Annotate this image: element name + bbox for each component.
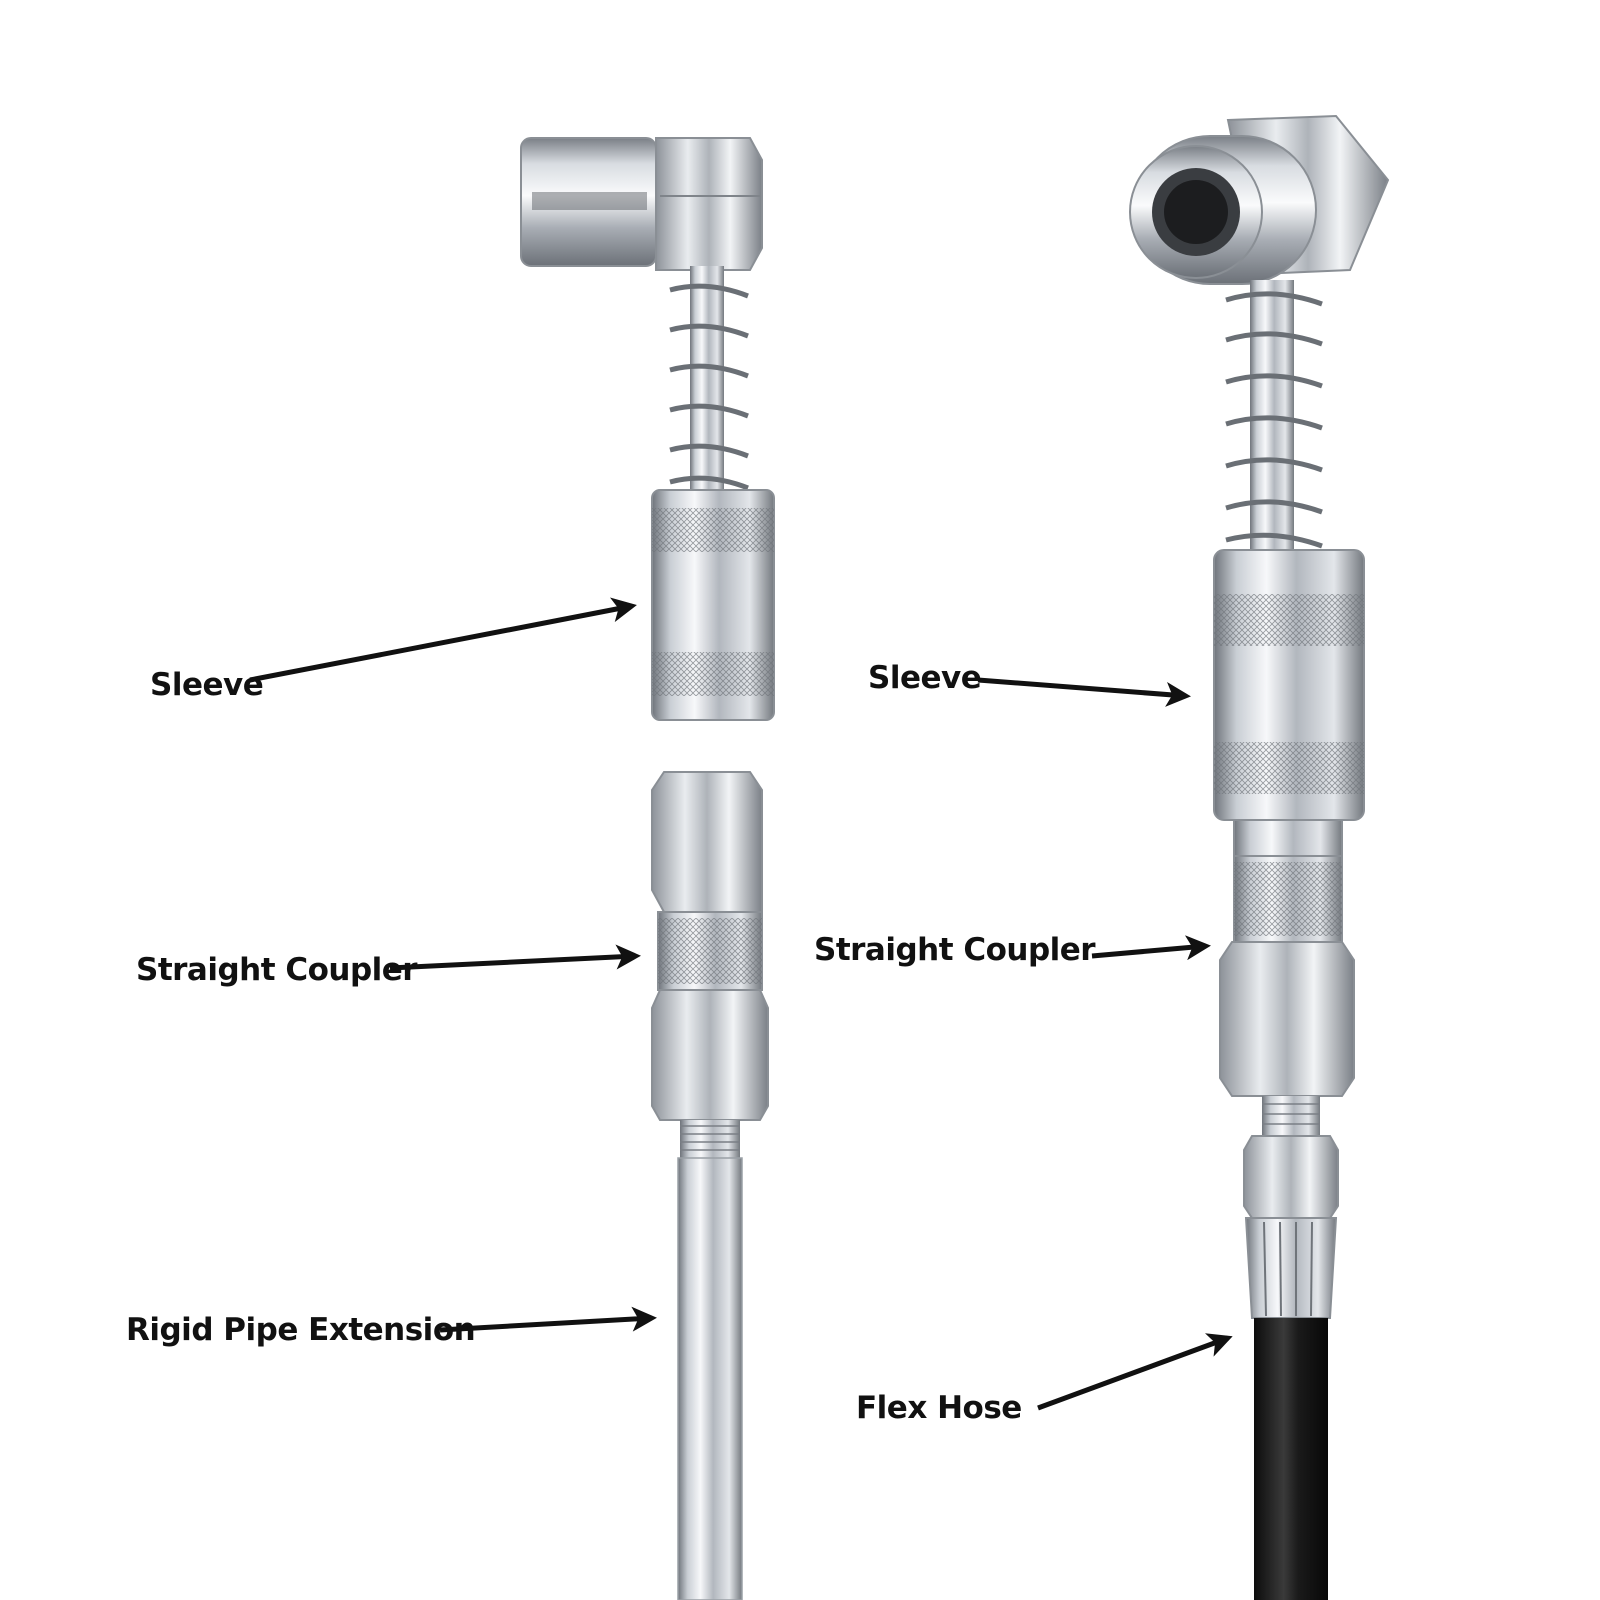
left-angled-head [520,137,763,271]
left-rigid-pipe [677,1120,743,1600]
right-angled-head [1129,114,1390,285]
right-straight-coupler-label: Straight Coupler [814,932,1096,968]
arrow-right-flex-hose [1037,1333,1233,1411]
right-flex-hose-label: Flex Hose [856,1390,1022,1426]
right-spring [1225,280,1323,550]
labels: Sleeve Straight Coupler Rigid Pipe Exten… [126,660,1097,1426]
arrow-left-rigid-pipe [439,1306,657,1333]
right-straight-coupler [1219,819,1355,1097]
right-sleeve-label: Sleeve [868,660,981,696]
left-sleeve [651,489,775,721]
right-flex-hose [1254,1318,1328,1600]
right-sleeve [1213,549,1365,821]
left-straight-coupler-label: Straight Coupler [136,952,418,988]
left-sleeve-label: Sleeve [150,667,263,703]
arrow-left-sleeve [249,597,637,683]
left-straight-coupler [651,771,769,1121]
left-rigid-pipe-label: Rigid Pipe Extension [126,1312,475,1348]
right-assembly [1129,114,1390,1600]
right-hose-fitting [1243,1096,1339,1319]
leader-arrows [249,597,1233,1411]
left-assembly [520,137,775,1600]
left-spring [669,266,749,496]
arrow-right-sleeve [977,677,1191,707]
arrow-left-straight-coupler [389,944,641,971]
arrow-right-straight-coupler [1091,935,1211,961]
